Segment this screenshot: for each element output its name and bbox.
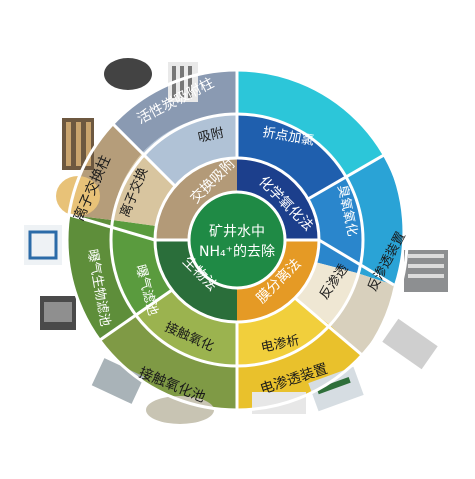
contact-tank-photo: [91, 358, 214, 424]
center-circle: [187, 190, 287, 290]
adsorption-sector: [143, 113, 237, 186]
chemical-quadrant: [237, 158, 319, 240]
biofilter-photo: [24, 225, 76, 330]
breakpoint-sector: [237, 114, 346, 199]
ozone-equation-sector: [346, 155, 403, 285]
chlorine-equation-line2: N₂↑+3H₂O+5H⁺+3Cl⁻: [244, 41, 395, 56]
exchange-quadrant: [155, 158, 237, 240]
sector-dividers: [69, 70, 395, 410]
center-title-line2: NH₄⁺的去除: [199, 244, 275, 260]
method-adsorption: 吸附: [197, 126, 226, 146]
contact-tank-sector: [100, 315, 237, 410]
biological-quadrant: [155, 240, 237, 322]
membrane-quadrant: [237, 240, 319, 322]
ro-device-photo: [382, 250, 448, 370]
biofilter-sector: [68, 215, 137, 340]
carbon-column-sector: [112, 69, 237, 152]
center-title-line1: 矿井水中: [209, 224, 265, 240]
ed-sector: [237, 298, 330, 366]
chlorine-equation-sector: [237, 70, 384, 177]
aerated-filter-sector: [110, 220, 172, 315]
ozone-sector: [308, 177, 362, 273]
ed-device-sector: [237, 325, 362, 410]
contact-oxidation-sector: [137, 290, 237, 366]
ion-exchange-photo: [56, 118, 100, 216]
chlorine-equation-line1: 2NH₄⁺+3HClO→: [252, 19, 361, 34]
ro-device-sector: [330, 273, 394, 355]
